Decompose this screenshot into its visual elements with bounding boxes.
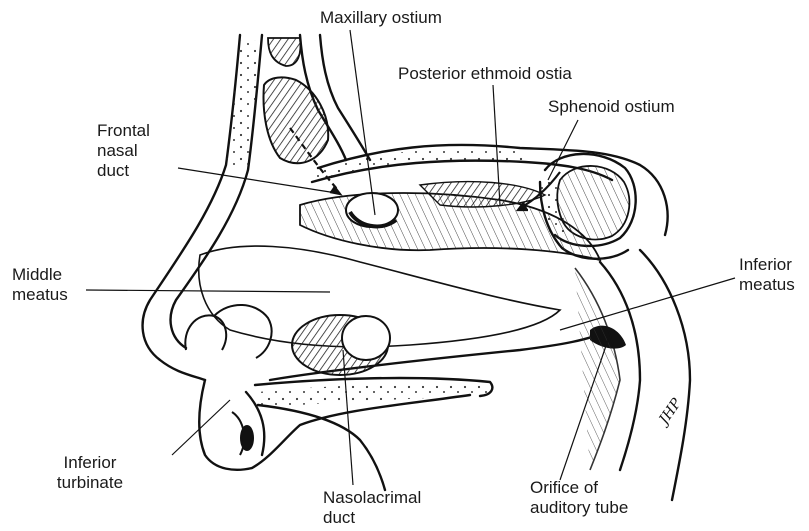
label-nasolacrimal-duct: Nasolacrimal duct <box>323 488 421 528</box>
label-sphenoid-ostium: Sphenoid ostium <box>548 97 675 117</box>
artist-signature: JHP <box>654 395 685 429</box>
label-posterior-ethmoid-ostia: Posterior ethmoid ostia <box>398 64 572 84</box>
label-frontal-nasal-duct: Frontal nasal duct <box>97 121 150 181</box>
label-inferior-meatus: Inferior meatus <box>739 255 795 295</box>
frontal-sinus <box>264 77 329 163</box>
nose-tip <box>185 305 271 455</box>
nasolacrimal-opening <box>292 315 390 375</box>
maxillary-ostium-opening <box>346 193 398 227</box>
label-orifice-auditory-tube: Orifice of auditory tube <box>530 478 628 518</box>
label-maxillary-ostium: Maxillary ostium <box>320 8 442 28</box>
auditory-tube-orifice <box>575 268 626 470</box>
label-middle-meatus: Middle meatus <box>12 265 68 305</box>
label-inferior-turbinate: Inferior turbinate <box>40 453 140 493</box>
frontal-sinus-upper <box>268 38 300 66</box>
